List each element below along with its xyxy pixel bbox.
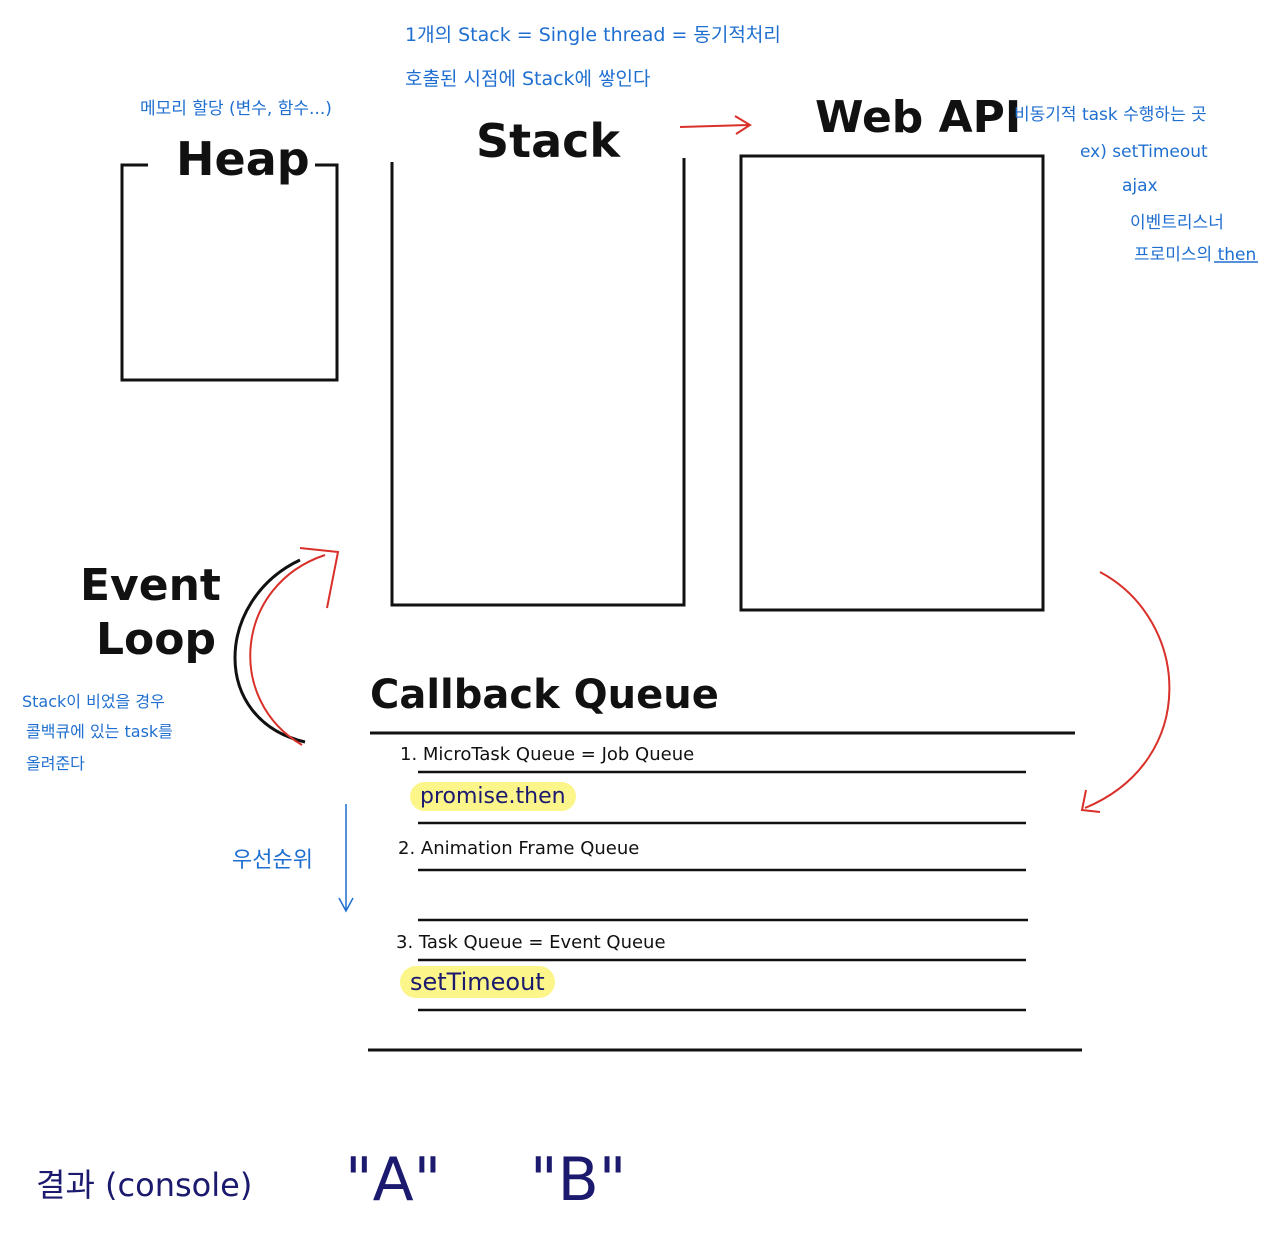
result-output-b: "B" <box>530 1145 627 1215</box>
event-loop-note-3: 올려준다 <box>26 754 85 773</box>
heap-box <box>120 163 339 382</box>
stack-note-line2: 호출된 시점에 Stack에 쌓인다 <box>405 68 651 90</box>
event-loop-title-1: Event <box>80 560 221 611</box>
stack-to-webapi-arrow <box>679 115 752 135</box>
microtask-queue-item: promise.then <box>410 782 576 811</box>
event-loop-title-2: Loop <box>96 614 216 665</box>
webapi-to-queue-arrow <box>1080 571 1171 813</box>
result-label: 결과 (console) <box>36 1166 253 1204</box>
stack-note-line1: 1개의 Stack = Single thread = 동기적처리 <box>405 24 781 46</box>
task-queue-label: 3. Task Queue = Event Queue <box>396 932 666 953</box>
result-output-a: "A" <box>345 1145 442 1215</box>
webapi-box <box>739 154 1045 612</box>
event-loop-arrow-red <box>249 547 340 746</box>
heap-note: 메모리 할당 (변수, 함수...) <box>140 99 332 119</box>
webapi-example-4: 프로미스의 then <box>1134 245 1257 265</box>
event-loop-note-1: Stack이 비었을 경우 <box>22 692 165 711</box>
webapi-title: Web API <box>815 92 1022 143</box>
webapi-example-3: 이벤트리스너 <box>1130 213 1224 233</box>
heap-title: Heap <box>176 132 310 186</box>
microtask-queue-label: 1. MicroTask Queue = Job Queue <box>400 744 695 765</box>
priority-label: 우선순위 <box>232 848 313 873</box>
animation-frame-queue-label: 2. Animation Frame Queue <box>398 838 640 859</box>
event-loop-arrow-black <box>233 558 306 744</box>
callback-queue-title: Callback Queue <box>370 672 719 718</box>
stack-title: Stack <box>476 114 621 168</box>
webapi-example-2: ajax <box>1122 176 1158 196</box>
priority-arrow <box>338 804 354 913</box>
stack-box <box>390 158 686 607</box>
event-loop-note-2: 콜백큐에 있는 task를 <box>26 722 173 741</box>
webapi-example-1: ex) setTimeout <box>1080 142 1208 162</box>
webapi-note: 비동기적 task 수행하는 곳 <box>1014 105 1207 125</box>
task-queue-item: setTimeout <box>400 966 555 998</box>
